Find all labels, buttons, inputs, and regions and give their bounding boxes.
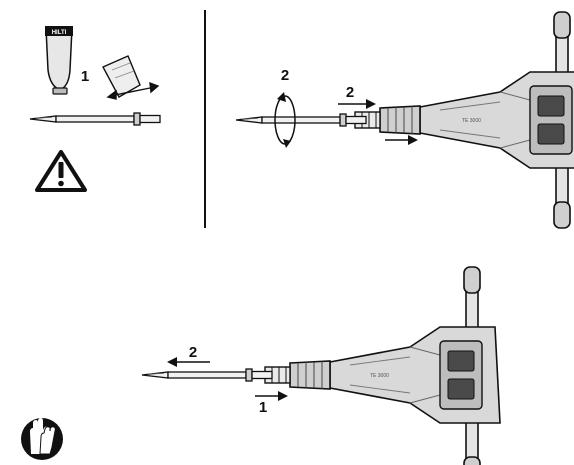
insert-arrow-icon bbox=[338, 99, 376, 109]
tube-brand-text: HILTI bbox=[52, 30, 67, 36]
wipe-motion-arrows bbox=[106, 81, 160, 100]
push-label: 1 bbox=[259, 399, 267, 416]
grease-tube: HILTI bbox=[45, 26, 73, 95]
pull-arrow-icon bbox=[167, 357, 210, 367]
chisel-locked bbox=[141, 368, 273, 382]
rotate-label: 2 bbox=[281, 67, 289, 84]
insert-label: 2 bbox=[346, 84, 354, 101]
push-sleeve-arrow-icon bbox=[385, 135, 418, 145]
wipe-cloth bbox=[102, 55, 141, 98]
step-1-label: 1 bbox=[81, 68, 89, 85]
breaker-marking-top: TE 3000 bbox=[462, 118, 481, 124]
breaker-bottom bbox=[264, 266, 501, 465]
chisel-tool bbox=[29, 112, 161, 126]
warning-triangle-icon bbox=[35, 150, 87, 192]
pull-label: 2 bbox=[189, 344, 197, 361]
chisel-insert bbox=[235, 113, 367, 127]
wear-gloves-icon bbox=[21, 418, 63, 460]
push-arrow-icon bbox=[255, 391, 288, 401]
breaker-marking-bottom: TE 3000 bbox=[370, 373, 389, 379]
rotate-arrow-icon bbox=[274, 92, 296, 148]
